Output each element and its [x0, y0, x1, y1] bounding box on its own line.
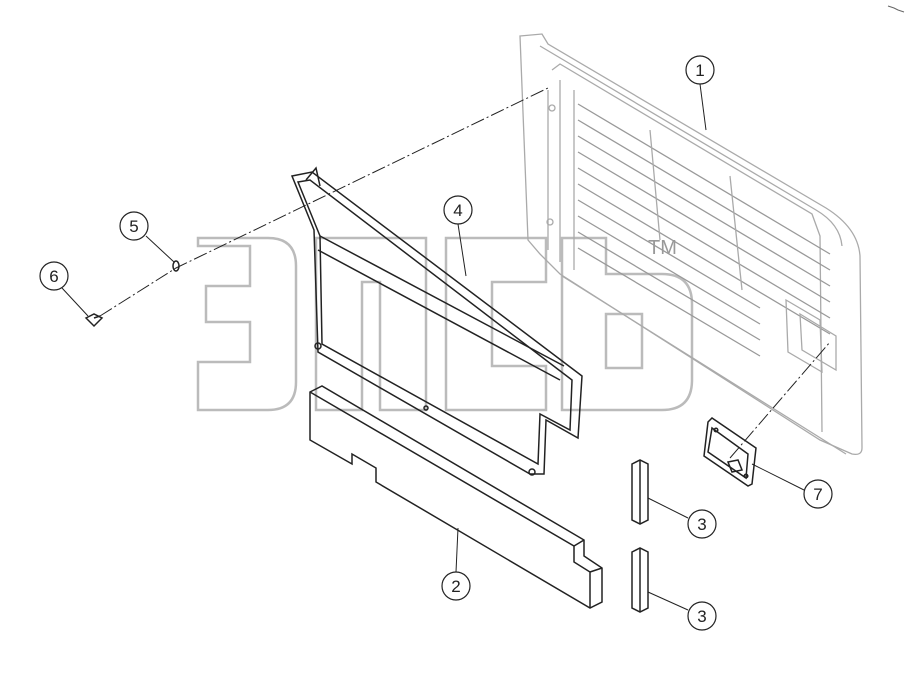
rear-panel	[519, 33, 863, 456]
callout-3-upper: 3	[647, 497, 717, 539]
vertical-strip-lower	[631, 547, 649, 613]
watermark-logo	[196, 236, 694, 412]
washer	[172, 260, 180, 272]
svg-text:1: 1	[695, 61, 704, 80]
cover-plate	[703, 417, 757, 487]
callout-5: 5	[119, 211, 175, 263]
svg-text:4: 4	[453, 201, 462, 220]
svg-text:2: 2	[451, 577, 460, 596]
svg-text:6: 6	[49, 267, 58, 286]
assembly-lines	[99, 87, 831, 459]
callout-1: 1	[685, 55, 715, 131]
svg-text:3: 3	[697, 515, 706, 534]
callout-4: 4	[443, 195, 473, 277]
svg-text:3: 3	[697, 607, 706, 626]
vertical-strip-upper	[631, 459, 649, 525]
frame-gasket	[290, 166, 583, 476]
svg-text:5: 5	[129, 217, 138, 236]
callout-3-lower: 3	[647, 591, 717, 631]
callout-2: 2	[441, 527, 471, 601]
watermark-trademark: TM	[648, 237, 677, 259]
callout-6: 6	[39, 261, 89, 317]
screw	[84, 313, 104, 328]
callout-7: 7	[751, 463, 833, 509]
svg-text:7: 7	[813, 485, 822, 504]
corner-mark	[887, 5, 905, 13]
lower-pad	[309, 385, 603, 609]
